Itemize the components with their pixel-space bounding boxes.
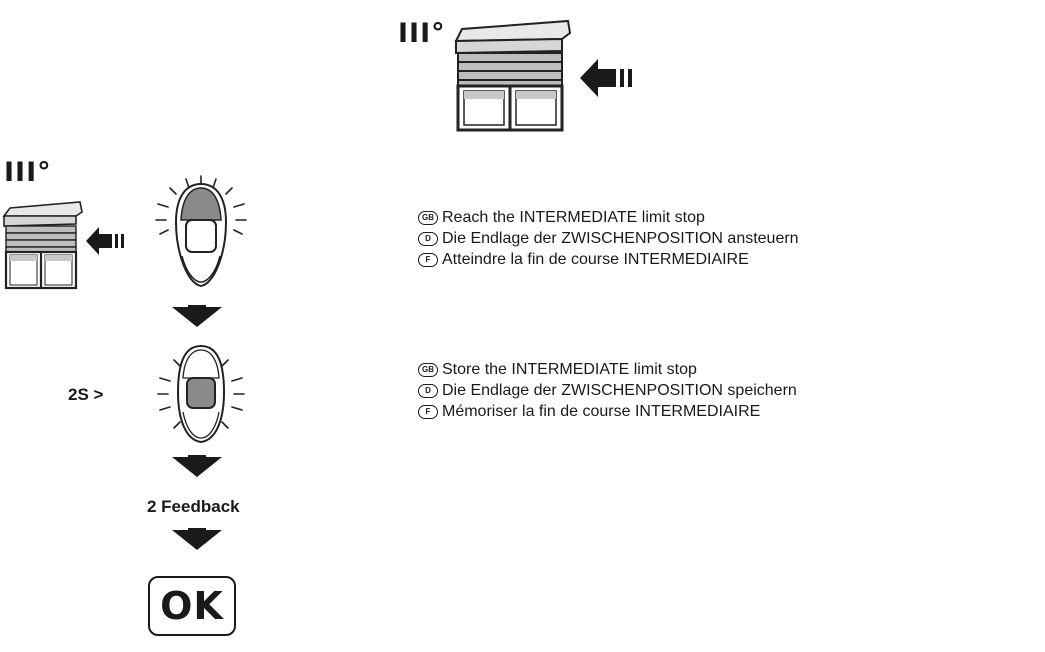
feedback-label: 2 Feedback <box>147 497 240 516</box>
step-2-text-f: Mémoriser la fin de course INTERMEDIAIRE <box>442 403 761 420</box>
step-2-text-d: Die Endlage der ZWISCHENPOSITION speiche… <box>442 382 797 399</box>
ok-label: OK <box>160 584 224 628</box>
lang-badge-f: F <box>418 404 438 419</box>
step-1-line-f: F Atteindre la fin de course INTERMEDIAI… <box>418 249 799 270</box>
step-2-text: GB Store the INTERMEDIATE limit stop D D… <box>418 359 797 422</box>
step-2-line-d: D Die Endlage der ZWISCHENPOSITION speic… <box>418 380 797 401</box>
ok-badge: OK <box>148 576 236 636</box>
step-1-text: GB Reach the INTERMEDIATE limit stop D D… <box>418 207 799 270</box>
lang-badge-gb: GB <box>418 210 438 225</box>
arrow-down-icon <box>172 528 222 550</box>
step-1-text-f: Atteindre la fin de course INTERMEDIAIRE <box>442 251 749 268</box>
lang-badge-d: D <box>418 383 438 398</box>
arrow-left-icon <box>86 227 124 255</box>
step-1-text-d: Die Endlage der ZWISCHENPOSITION ansteue… <box>442 230 799 247</box>
roller-shutter-icon <box>454 19 572 132</box>
timing-label: 2S > <box>68 385 104 404</box>
step-1-line-gb: GB Reach the INTERMEDIATE limit stop <box>418 207 799 228</box>
remote-control-icon <box>157 344 245 444</box>
left-speed-label: III° <box>4 157 52 188</box>
arrow-left-icon <box>580 59 632 97</box>
lang-badge-gb: GB <box>418 362 438 377</box>
lang-badge-d: D <box>418 231 438 246</box>
step-2-line-gb: GB Store the INTERMEDIATE limit stop <box>418 359 797 380</box>
lang-badge-f: F <box>418 252 438 267</box>
roller-shutter-icon <box>2 201 83 290</box>
step-2-line-f: F Mémoriser la fin de course INTERMEDIAI… <box>418 401 797 422</box>
top-speed-label: III° <box>398 18 446 49</box>
remote-control-icon <box>155 175 247 288</box>
step-1-text-gb: Reach the INTERMEDIATE limit stop <box>442 209 705 226</box>
arrow-down-icon <box>172 455 222 477</box>
step-1-line-d: D Die Endlage der ZWISCHENPOSITION anste… <box>418 228 799 249</box>
arrow-down-icon <box>172 305 222 327</box>
step-2-text-gb: Store the INTERMEDIATE limit stop <box>442 361 697 378</box>
